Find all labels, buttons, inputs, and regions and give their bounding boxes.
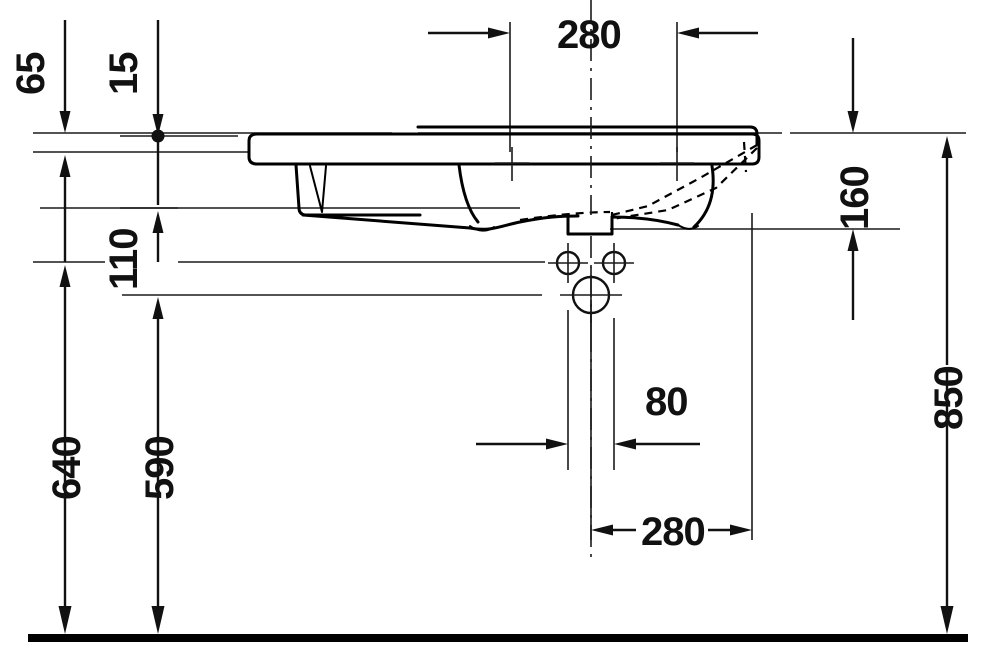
dimension-label-65: 65 (9, 52, 53, 95)
dimension-label-850: 850 (927, 366, 971, 430)
dimension-160 (847, 38, 859, 320)
dimension-label-160: 160 (833, 166, 877, 230)
dimension-label-80: 80 (645, 380, 688, 424)
dimension-label-280-bottom: 280 (641, 510, 705, 554)
dimension-label-110: 110 (102, 228, 146, 290)
dimension-label-15: 15 (102, 52, 146, 95)
dimension-label-590: 590 (138, 436, 182, 500)
dimension-280-top (428, 27, 758, 39)
tap-hole-cross-marks (495, 147, 694, 181)
dimension-850 (940, 136, 954, 634)
dimension-590 (151, 316, 165, 634)
dimension-280-bottom (591, 524, 752, 536)
floor-datum-line (28, 634, 968, 642)
dimension-65 (59, 20, 71, 133)
dimension-80 (476, 438, 700, 450)
dimension-110 (152, 211, 164, 319)
plumbing-connection-symbols (548, 243, 634, 323)
washbasin-object (247, 125, 761, 236)
dimension-15 (151, 20, 165, 205)
dimension-label-280-top: 280 (557, 13, 621, 57)
hidden-edge-lines (519, 141, 758, 228)
dimension-640 (58, 155, 72, 634)
dimension-label-640: 640 (45, 436, 89, 500)
